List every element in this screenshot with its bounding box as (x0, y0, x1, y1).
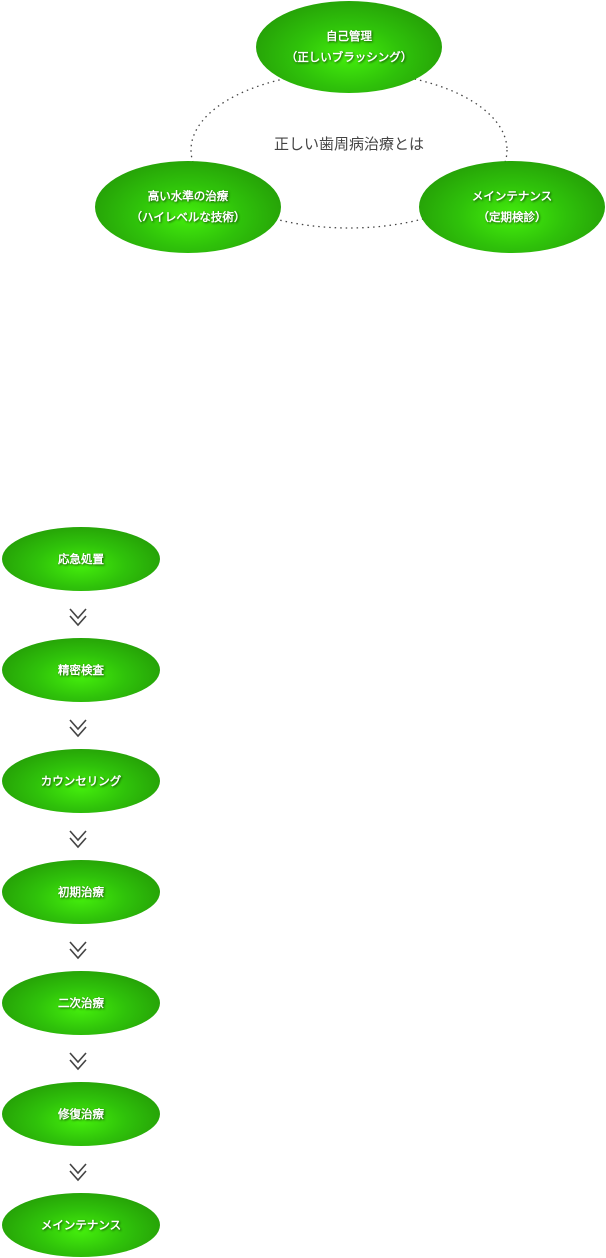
flow-step-label: 応急処置 (58, 552, 104, 566)
double-chevron-down-icon (69, 1163, 87, 1182)
double-chevron-down-icon (69, 941, 87, 960)
flow-step-label: 精密検査 (58, 663, 104, 677)
double-chevron-down-icon (69, 830, 87, 849)
flow-step: 二次治療 (2, 971, 160, 1035)
double-chevron-down-icon (69, 608, 87, 627)
flow-step: 修復治療 (2, 1082, 160, 1146)
flow-step-label: 二次治療 (58, 996, 104, 1010)
flow-step: カウンセリング (2, 749, 160, 813)
flow-step-label: メインテナンス (40, 1218, 122, 1232)
flow-step: 応急処置 (2, 527, 160, 591)
double-chevron-down-icon (69, 1052, 87, 1071)
double-chevron-down-icon (69, 719, 87, 738)
cycle-node-maintenance: メインテナンス （定期検診） (419, 161, 605, 253)
cycle-node-self-care: 自己管理 （正しいブラッシング） (256, 1, 442, 93)
flow-step-label: 修復治療 (58, 1107, 104, 1121)
flow-step-label: カウンセリング (40, 774, 122, 788)
flow-step: 初期治療 (2, 860, 160, 924)
flow-step: 精密検査 (2, 638, 160, 702)
cycle-node-high-level-treatment: 高い水準の治療 （ハイレベルな技術） (95, 161, 281, 253)
node-sublabel: （ハイレベルな技術） (130, 210, 246, 224)
flow-step-label: 初期治療 (58, 885, 104, 899)
node-sublabel: （定期検診） (477, 210, 547, 224)
node-label: メインテナンス (471, 189, 553, 203)
cycle-dotted-ring (190, 71, 508, 229)
node-sublabel: （正しいブラッシング） (285, 50, 413, 64)
node-label: 高い水準の治療 (147, 189, 229, 203)
cycle-title: 正しい歯周病治療とは (273, 135, 424, 153)
flow-step: メインテナンス (2, 1193, 160, 1257)
node-label: 自己管理 (326, 29, 372, 43)
